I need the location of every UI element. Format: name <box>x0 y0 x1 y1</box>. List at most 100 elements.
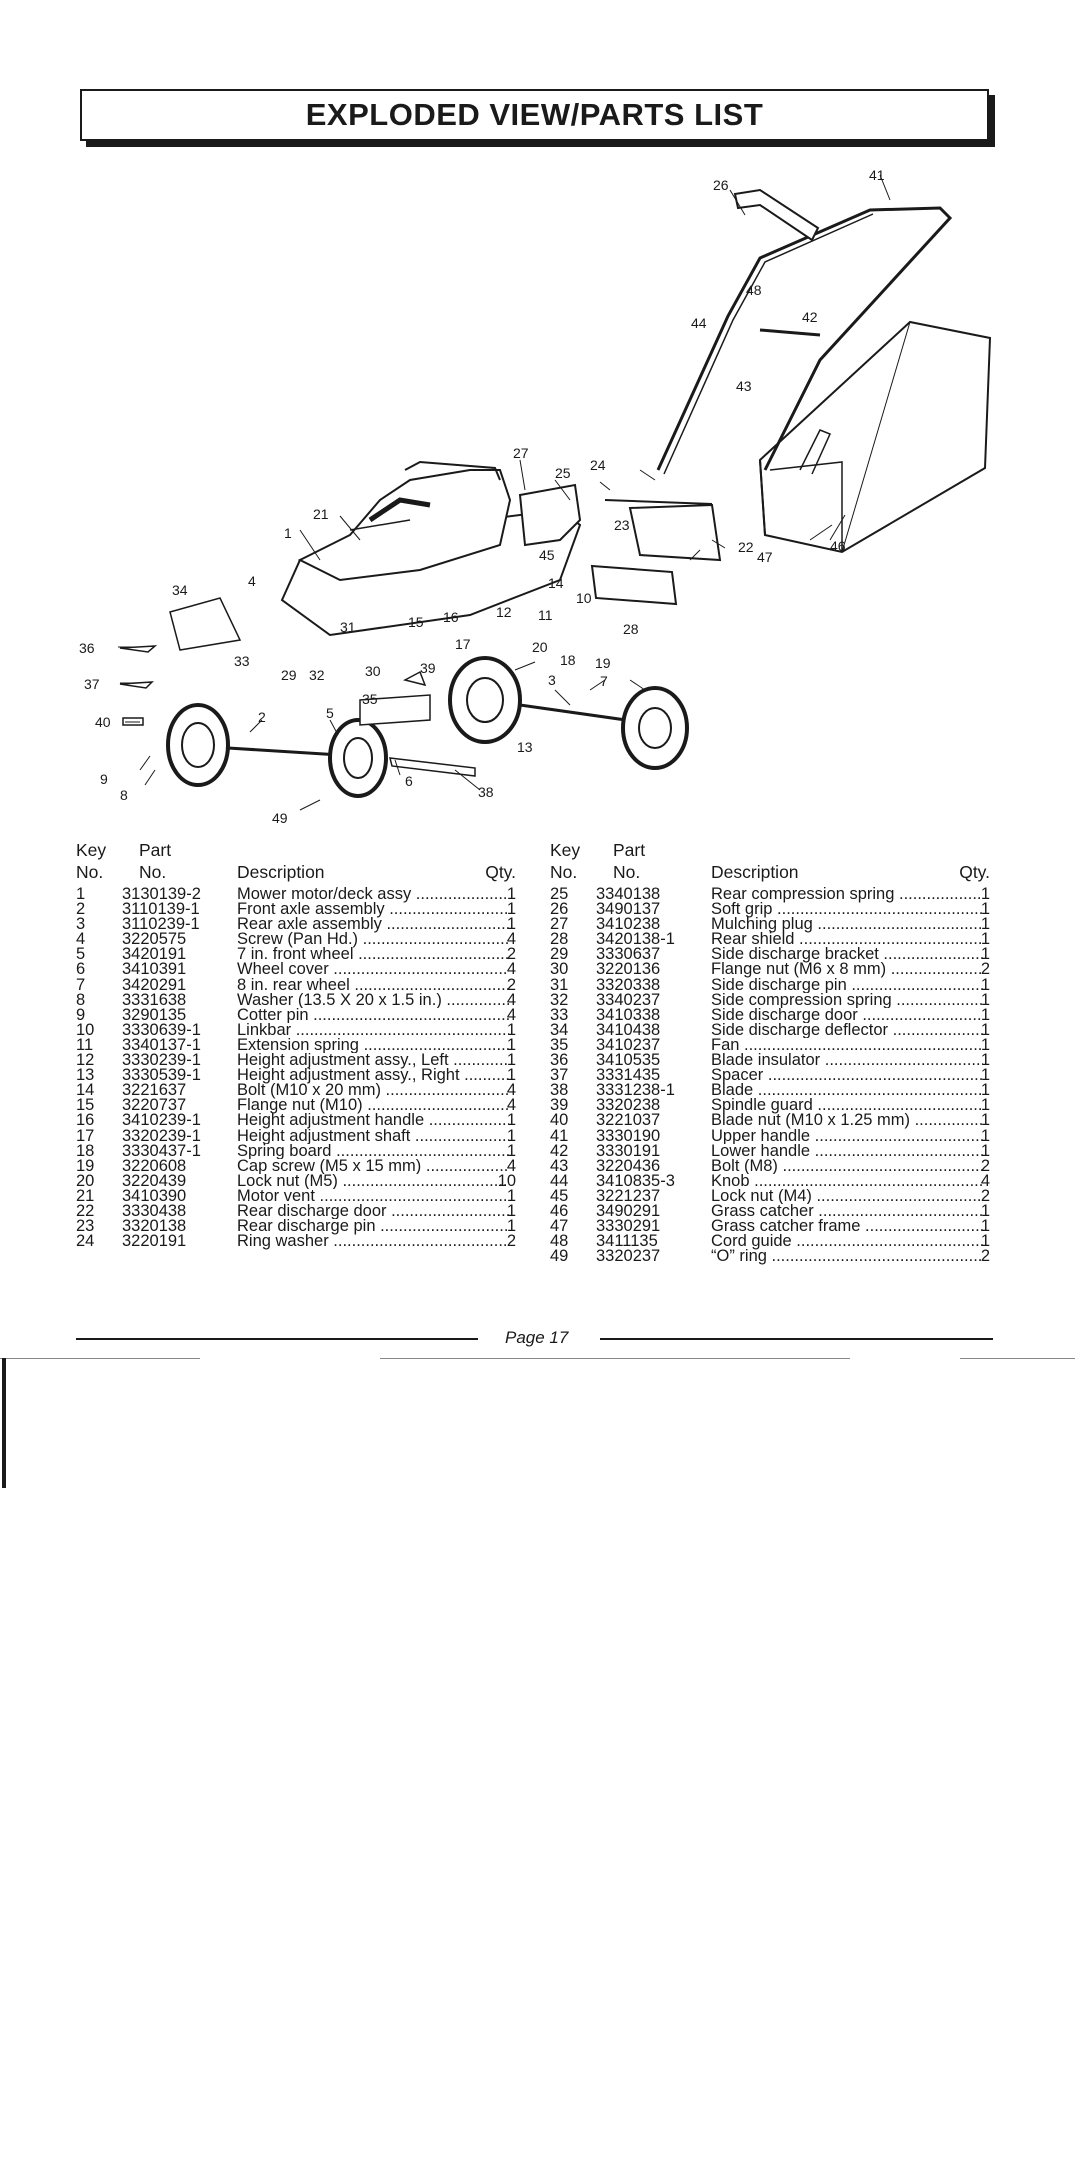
rear-door-drawing <box>590 499 722 606</box>
callout-49: 49 <box>272 810 288 826</box>
part-quantity: 1 <box>980 975 990 994</box>
part-quantity: 1 <box>980 1111 990 1130</box>
callout-labels: 1 2 3 4 5 6 7 8 9 10 11 12 13 14 15 16 1… <box>79 167 885 826</box>
part-number: 3420138-1 <box>596 930 675 949</box>
key-number: 20 <box>76 1171 95 1190</box>
callout-28: 28 <box>623 621 639 637</box>
key-header-no: No. <box>76 862 104 882</box>
part-quantity: 2 <box>506 1232 516 1251</box>
part-quantity: 1 <box>506 1020 516 1039</box>
part-number: 3320238 <box>596 1096 661 1115</box>
callout-21: 21 <box>313 506 329 522</box>
callout-6: 6 <box>405 773 413 789</box>
part-number: 3220737 <box>122 1096 187 1115</box>
callout-29: 29 <box>281 667 297 683</box>
part-number: 3330190 <box>596 1126 661 1145</box>
part-quantity: 1 <box>980 1035 990 1054</box>
part-description: Knob ...................................… <box>711 1172 983 1190</box>
key-number: 7 <box>76 975 86 994</box>
key-number: 5 <box>76 945 86 964</box>
part-number: 3220608 <box>122 1156 187 1175</box>
key-header: Key <box>76 840 107 860</box>
part-number: 3410390 <box>122 1186 187 1205</box>
part-number: 3410238 <box>596 915 661 934</box>
part-description: Side discharge door ....................… <box>711 1006 983 1024</box>
exploded-view-diagram: 1 2 3 4 5 6 7 8 9 10 11 12 13 14 15 16 1… <box>79 167 992 826</box>
part-number: 3420291 <box>122 975 187 994</box>
key-number: 18 <box>76 1141 95 1160</box>
part-number: 3221237 <box>596 1186 661 1205</box>
part-quantity: 1 <box>506 900 516 919</box>
part-number: 3410535 <box>596 1051 661 1070</box>
part-number: 3420191 <box>122 945 187 964</box>
part-quantity: 1 <box>506 1141 516 1160</box>
part-number: 3220439 <box>122 1171 187 1190</box>
part-quantity: 1 <box>980 1066 990 1085</box>
key-number: 8 <box>76 990 86 1009</box>
part-quantity: 1 <box>980 1201 990 1220</box>
callout-44: 44 <box>691 315 707 331</box>
key-number: 25 <box>550 885 569 903</box>
callout-7: 7 <box>600 673 608 689</box>
part-number: 3410835-3 <box>596 1171 675 1190</box>
part-quantity: 4 <box>506 1156 516 1175</box>
part-description: Flange nut (M10) .......................… <box>237 1097 509 1114</box>
callout-42: 42 <box>802 309 818 325</box>
part-description: Grass catcher frame ....................… <box>711 1218 983 1235</box>
part-number: 3330639-1 <box>122 1020 201 1039</box>
side-parts-drawing <box>119 597 431 726</box>
part-quantity: 1 <box>506 885 516 903</box>
parts-list-header: Key No. Part No. Description Qty. <box>550 841 990 886</box>
callout-11: 11 <box>538 607 553 623</box>
part-description: Rear discharge pin .....................… <box>237 1218 509 1235</box>
part-number: 3130139-2 <box>122 885 201 903</box>
key-number: 36 <box>550 1051 569 1070</box>
part-description: 7 in. front wheel ......................… <box>237 946 509 963</box>
part-quantity: 1 <box>506 1186 516 1205</box>
part-number: 3220191 <box>122 1232 187 1251</box>
part-quantity: 1 <box>980 1096 990 1115</box>
callout-16: 16 <box>443 609 459 625</box>
part-description: Front axle assembly ....................… <box>237 901 509 918</box>
front-wheel-right <box>328 718 388 798</box>
key-number: 9 <box>76 1005 86 1024</box>
key-number: 48 <box>550 1232 569 1251</box>
key-header-no: No. <box>550 862 578 882</box>
footer-rule-left <box>76 1338 478 1340</box>
part-quantity: 4 <box>506 1005 516 1024</box>
part-quantity: 1 <box>980 1126 990 1145</box>
key-number: 43 <box>550 1156 569 1175</box>
part-description: Lock nut (M4) ..........................… <box>711 1187 983 1205</box>
callout-31: 31 <box>340 619 356 635</box>
part-description: Side discharge bracket .................… <box>711 946 983 963</box>
callout-12: 12 <box>496 604 512 620</box>
part-description: Fan ....................................… <box>711 1036 983 1054</box>
key-number: 21 <box>76 1186 95 1205</box>
page-number: Page 17 <box>505 1328 569 1347</box>
part-number: 3410438 <box>596 1020 661 1039</box>
key-number: 3 <box>76 915 86 934</box>
part-number: 3410239-1 <box>122 1111 201 1130</box>
part-quantity: 1 <box>506 1051 516 1070</box>
part-quantity: 1 <box>980 1141 990 1160</box>
part-quantity: 1 <box>980 1232 990 1251</box>
part-quantity: 4 <box>506 1096 516 1115</box>
part-quantity: 1 <box>980 930 990 949</box>
key-number: 16 <box>76 1111 95 1130</box>
callout-46: 46 <box>830 538 846 554</box>
callout-1: 1 <box>284 525 292 541</box>
part-header: Part <box>139 840 172 860</box>
part-description: Height adjustment assy., Right .........… <box>237 1067 509 1084</box>
key-number: 4 <box>76 930 86 949</box>
